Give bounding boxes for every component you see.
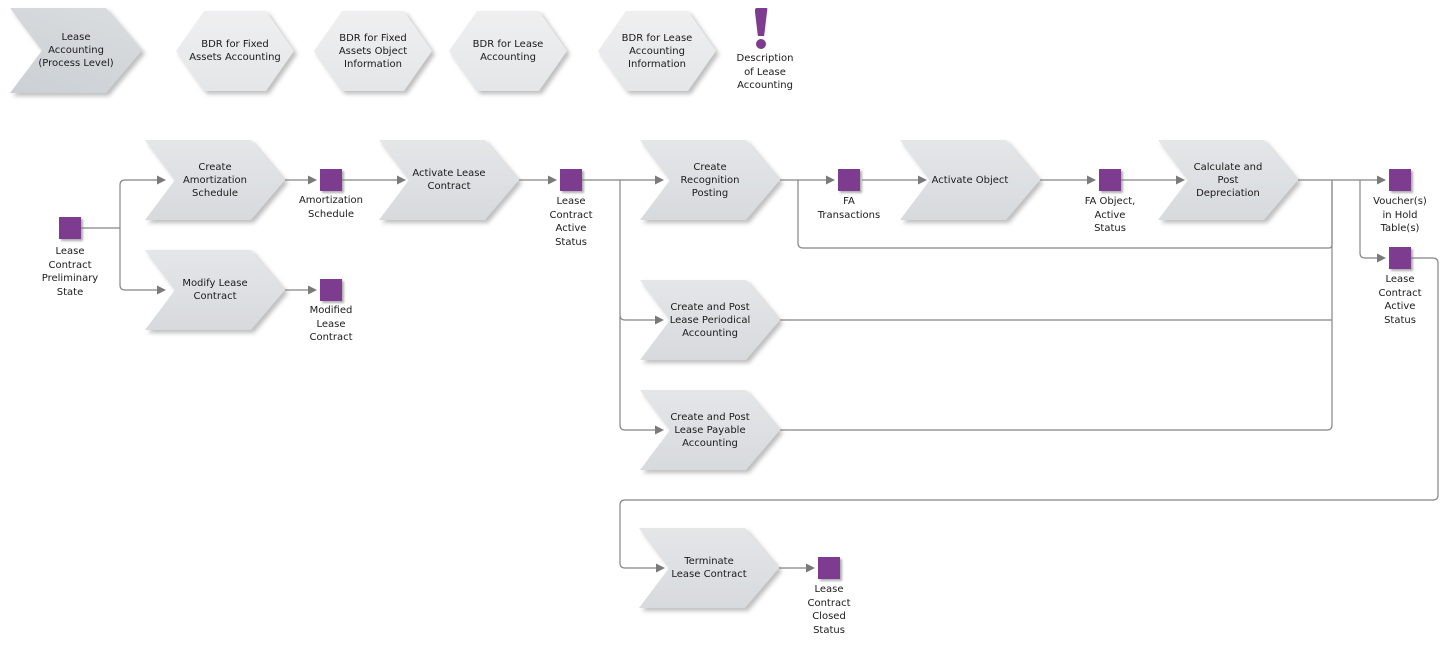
process-label: Modify Lease Contract <box>182 278 248 302</box>
process-label: Create Amortization Schedule <box>182 161 248 199</box>
process-label: Calculate and Post Depreciation <box>1193 161 1263 199</box>
process-level-label: Lease Accounting (Process Level) <box>38 32 114 69</box>
process-level-lease-accounting[interactable]: Lease Accounting (Process Level) <box>10 8 142 93</box>
process-create-and-post-lease-periodical-accounting[interactable]: Create and Post Lease Periodical Account… <box>640 280 780 360</box>
connector-arrowheads <box>157 175 1386 573</box>
process-create-and-post-lease-payable-accounting[interactable]: Create and Post Lease Payable Accounting <box>640 390 780 470</box>
state-lease-contract-active-status-2[interactable] <box>1389 247 1411 269</box>
process-label: Activate Lease Contract <box>412 168 486 192</box>
bdr-fixed-assets-accounting[interactable]: BDR for Fixed Assets Accounting <box>176 11 294 91</box>
state-label: FA Transactions <box>817 196 881 221</box>
state-amortization-schedule[interactable] <box>320 169 342 191</box>
process-create-amortization-schedule[interactable]: Create Amortization Schedule <box>145 140 285 220</box>
process-modify-lease-contract[interactable]: Modify Lease Contract <box>145 250 285 330</box>
state-label: Lease Contract Active Status <box>1378 274 1422 326</box>
state-lease-contract-active-status-1[interactable] <box>560 169 582 191</box>
state-label: Amortization Schedule <box>298 195 364 220</box>
bdr-lease-accounting[interactable]: BDR for Lease Accounting <box>449 11 567 91</box>
bdr-label: BDR for Lease Accounting Information <box>621 32 693 70</box>
bdr-shape <box>176 11 294 91</box>
state-label: Lease Contract Active Status <box>549 196 593 248</box>
state-fa-transactions[interactable] <box>838 169 860 191</box>
state-label: Modified Lease Contract <box>309 305 353 343</box>
bdr-label: BDR for Lease Accounting <box>472 39 544 63</box>
bdr-shape <box>598 11 716 91</box>
bdr-shape <box>314 11 432 91</box>
process-create-recognition-posting[interactable]: Create Recognition Posting <box>640 140 780 220</box>
bdr-lease-accounting-information[interactable]: BDR for Lease Accounting Information <box>598 11 716 91</box>
exclamation-dot-icon <box>756 39 766 49</box>
bdr-fixed-assets-object-information[interactable]: BDR for Fixed Assets Object Information <box>314 11 432 91</box>
process-terminate-lease-contract[interactable]: Terminate Lease Contract <box>639 528 779 608</box>
bdr-label: BDR for Fixed Assets Object Information <box>338 32 408 70</box>
state-fa-object-active-status[interactable] <box>1099 169 1121 191</box>
process-calculate-and-post-depreciation[interactable]: Calculate and Post Depreciation <box>1158 140 1298 220</box>
state-label: Voucher(s) in Hold Table(s) <box>1373 196 1427 234</box>
state-label: Lease Contract Preliminary State <box>41 246 99 298</box>
process-label: Activate Object <box>931 174 1009 186</box>
state-voucher-in-hold-tables[interactable] <box>1389 169 1411 191</box>
bdr-label: BDR for Fixed Assets Accounting <box>189 39 281 63</box>
process-label: Create Recognition Posting <box>680 161 740 199</box>
connector-paths <box>81 179 1439 569</box>
process-label: Create and Post Lease Periodical Account… <box>669 301 751 339</box>
process-activate-lease-contract[interactable]: Activate Lease Contract <box>379 140 519 220</box>
process-label: Create and Post Lease Payable Accounting <box>670 411 750 449</box>
state-label: Lease Contract Closed Status <box>807 584 851 636</box>
state-lease-contract-preliminary-state[interactable] <box>59 217 81 239</box>
state-modified-lease-contract[interactable] <box>320 279 342 301</box>
process-activate-object[interactable]: Activate Object <box>900 140 1040 220</box>
bdr-shape <box>449 11 567 91</box>
exclamation-icon <box>754 8 768 36</box>
state-label: FA Object, Active Status <box>1084 196 1136 234</box>
description-note[interactable] <box>748 8 774 49</box>
process-label: Terminate Lease Contract <box>671 556 747 580</box>
state-lease-contract-closed-status[interactable] <box>818 557 840 579</box>
description-note-label: Description of Lease Accounting <box>736 53 794 91</box>
